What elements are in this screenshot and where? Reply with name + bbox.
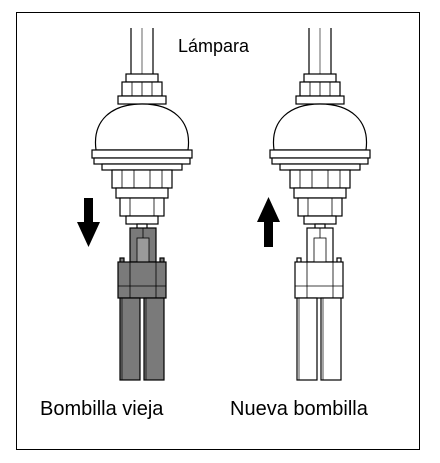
lamp-title: Lámpara — [178, 36, 250, 56]
lamp-holder-left — [91, 27, 193, 235]
up-arrow-icon — [257, 197, 280, 247]
old-bulb — [117, 227, 167, 381]
old-bulb-caption: Bombilla vieja — [40, 398, 164, 420]
new-bulb-caption: Nueva bombilla — [230, 398, 368, 420]
lamp-holder-right — [269, 27, 371, 235]
down-arrow-icon — [77, 198, 100, 247]
new-bulb — [294, 227, 344, 381]
